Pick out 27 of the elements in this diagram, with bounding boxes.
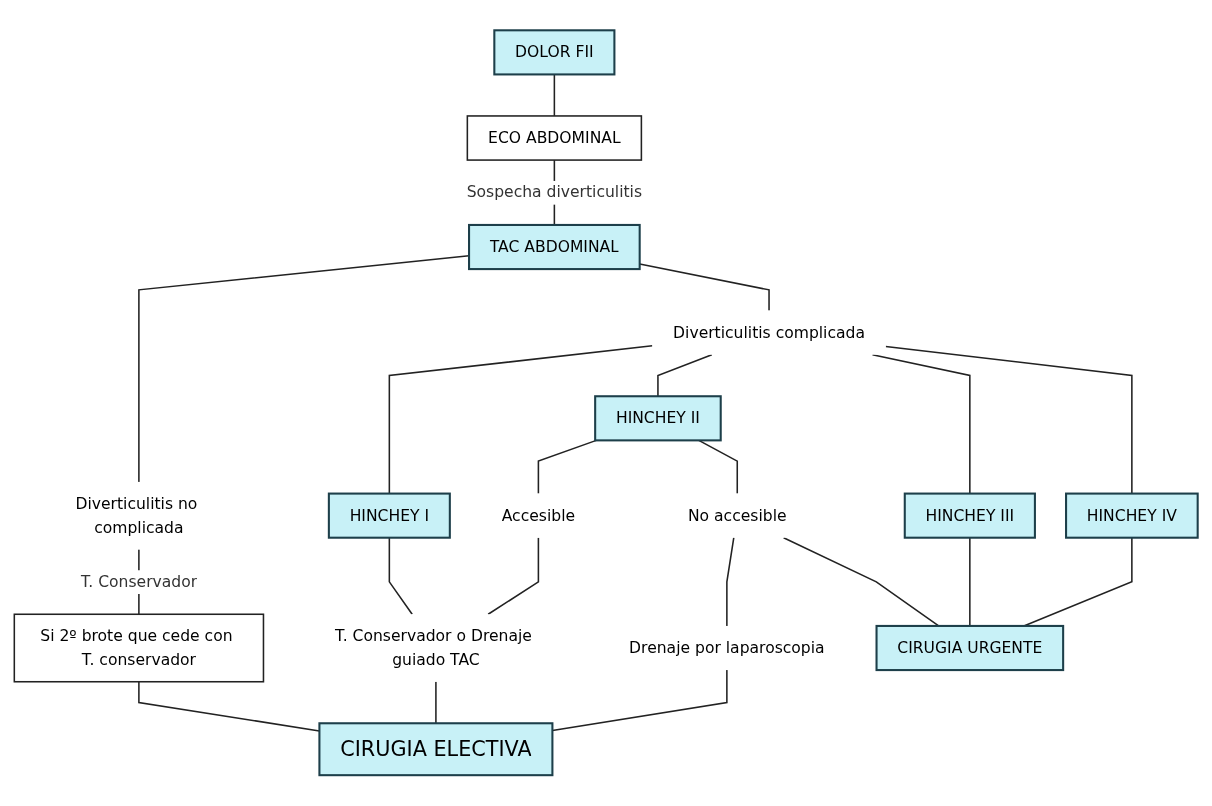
node-box: Si 2º brote que cede con T. conservador bbox=[13, 613, 265, 683]
connector bbox=[726, 537, 735, 627]
node-box: TAC ABDOMINAL bbox=[468, 224, 641, 271]
node-text: Drenaje por laparoscopia bbox=[629, 638, 825, 658]
connector bbox=[969, 537, 971, 627]
connector bbox=[1023, 537, 1133, 627]
node-box: HINCHEY III bbox=[903, 492, 1036, 539]
node-text: Diverticulitis no complicada bbox=[75, 494, 198, 537]
edge-label: T. Conservador bbox=[80, 572, 198, 592]
connector bbox=[388, 537, 413, 616]
connector bbox=[388, 345, 654, 495]
connector bbox=[782, 537, 940, 627]
node-box: CIRUGIA URGENTE bbox=[875, 625, 1065, 672]
node-box: HINCHEY IV bbox=[1065, 492, 1199, 539]
node-box: ECO ABDOMINAL bbox=[466, 115, 643, 162]
node-box: DOLOR FII bbox=[493, 29, 616, 76]
node-box: CIRUGIA ELECTIVA bbox=[318, 722, 554, 777]
connector bbox=[138, 255, 470, 483]
node-text: Accesible bbox=[501, 506, 576, 525]
node-text: No accesible bbox=[687, 506, 787, 525]
node-box: HINCHEY II bbox=[594, 395, 722, 442]
node-box: HINCHEY I bbox=[327, 492, 451, 539]
edge-label: Sospecha diverticulitis bbox=[466, 183, 643, 202]
connector bbox=[537, 439, 598, 495]
connector bbox=[487, 537, 540, 616]
node-text: Diverticulitis complicada bbox=[673, 323, 865, 342]
node-text: T. Conservador o Drenaje guiado TAC bbox=[334, 626, 532, 670]
